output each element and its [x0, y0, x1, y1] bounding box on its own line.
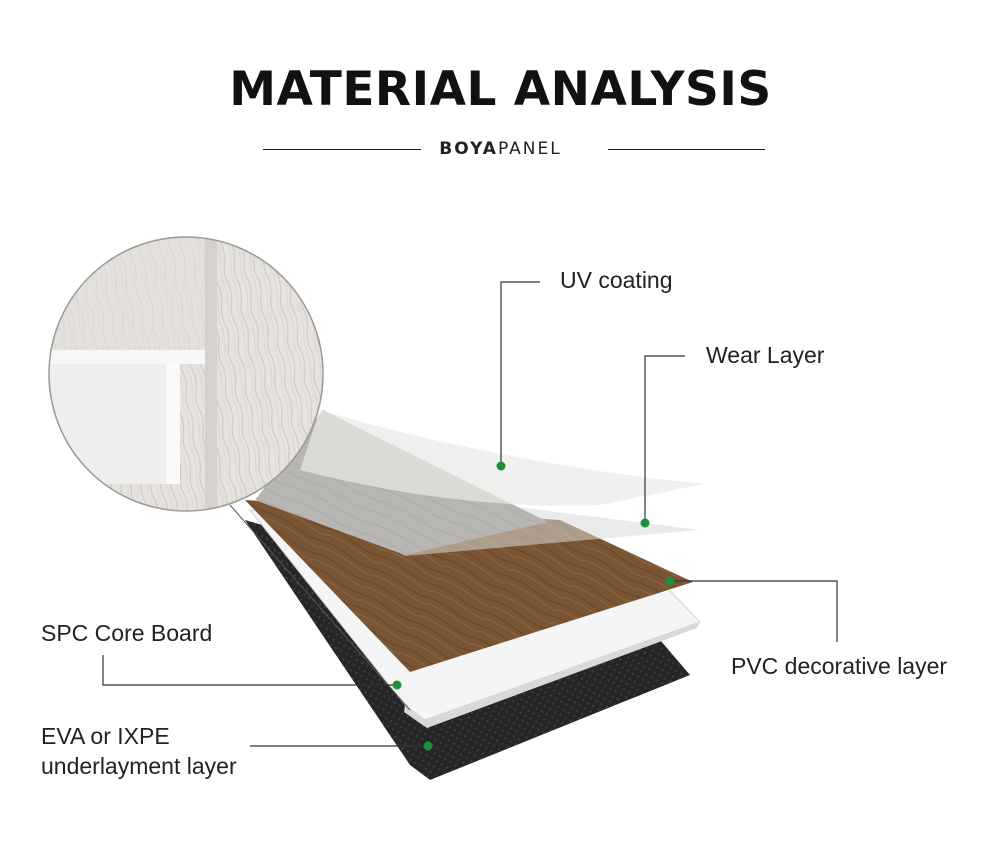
- spc-core-label: SPC Core Board: [41, 620, 213, 646]
- eva-label-line1: EVA or IXPE: [41, 723, 170, 749]
- pvc-decor-label: PVC decorative layer: [731, 653, 948, 679]
- spc-marker: [392, 680, 402, 690]
- wear-leader: [644, 355, 685, 523]
- zoom-connector: [229, 504, 411, 711]
- pvc-marker: [665, 576, 675, 586]
- zoom-detail-circle: [48, 236, 324, 512]
- eva-marker: [423, 741, 433, 751]
- layer-markers: [392, 461, 675, 751]
- uv-leader: [500, 281, 540, 466]
- brand-divider-left: [263, 149, 421, 150]
- wear-marker: [640, 518, 650, 528]
- pvc-leader: [670, 580, 838, 642]
- uv-film-layer: [300, 410, 705, 506]
- eva-label-line2: underlayment layer: [41, 753, 237, 779]
- page-title: MATERIAL ANALYSIS: [229, 62, 772, 117]
- uv-coating-label: UV coating: [560, 267, 673, 293]
- brand-logo: BOYAPANEL: [0, 139, 1001, 159]
- brand-logo-light: PANEL: [497, 139, 562, 159]
- leader-lines: [102, 281, 838, 747]
- wear-layer-label: Wear Layer: [706, 342, 825, 368]
- brand-divider-right: [608, 149, 765, 150]
- spc-leader: [102, 655, 397, 686]
- brand-logo-bold: BOYA: [439, 139, 498, 159]
- uv-marker: [496, 461, 506, 471]
- pvc-decor-layer: [245, 500, 693, 672]
